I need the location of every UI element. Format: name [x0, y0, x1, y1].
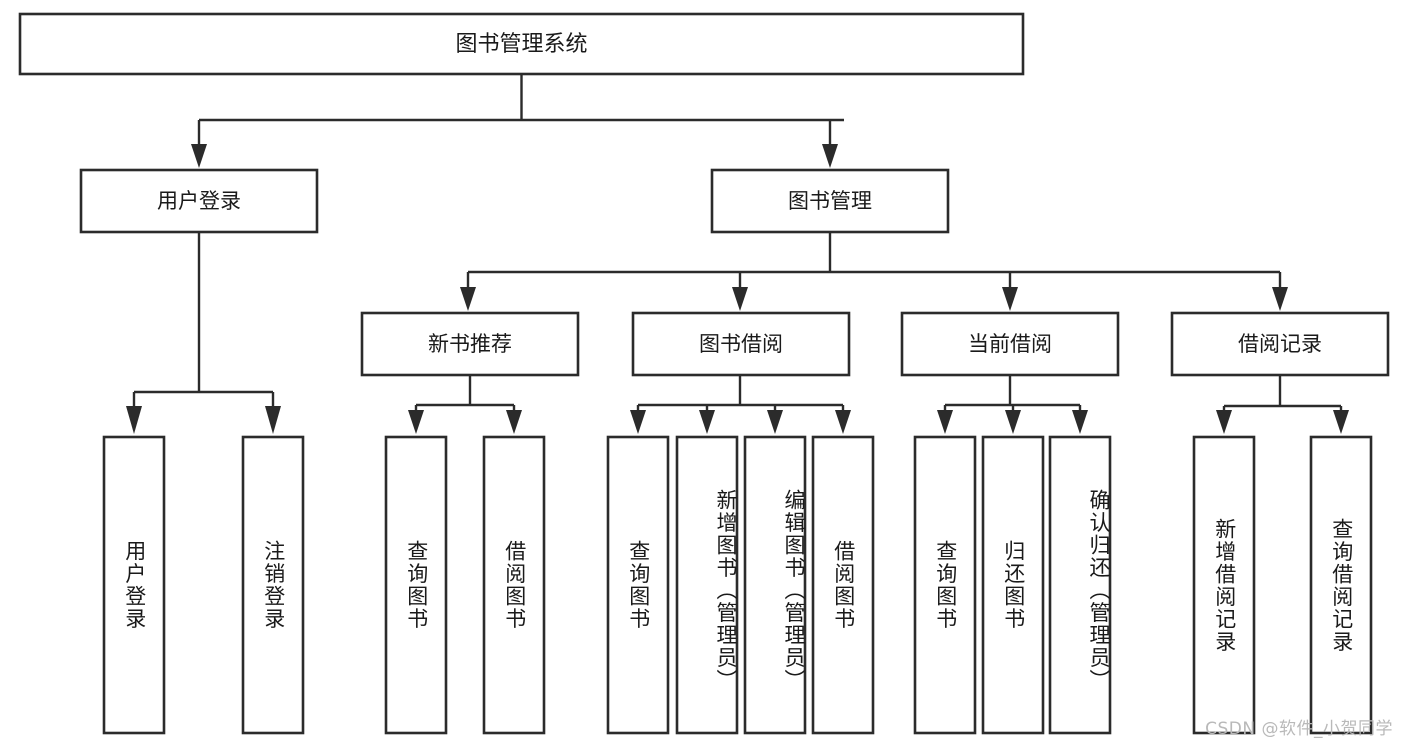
arrow-to-leaf-confirm-return: [1072, 410, 1088, 434]
connector-group-borrow-record: [1216, 375, 1349, 434]
arrow-to-leaf-add-record: [1216, 410, 1232, 434]
node-root-label: 图书管理系统: [455, 32, 587, 57]
node-book-manage-label: 图书管理: [788, 189, 872, 213]
node-user-login[interactable]: 用户登录: [79, 168, 319, 234]
arrow-to-leaf-query-record: [1333, 410, 1349, 434]
leaf-box-edit-book[interactable]: [743, 435, 807, 735]
connector-group-new-book-rec: [408, 375, 522, 434]
leaf-box-query-book-rec[interactable]: [384, 435, 448, 735]
arrow-to-book-borrow: [732, 287, 748, 311]
node-root-box[interactable]: [18, 12, 1025, 76]
connector-group-book-manage: [460, 232, 1288, 311]
node-current-borrow[interactable]: 当前借阅: [900, 311, 1120, 377]
arrow-to-leaf-return-book: [1005, 410, 1021, 434]
connector-group-user-login: [126, 232, 281, 434]
leaf-box-add-record[interactable]: [1192, 435, 1256, 735]
node-new-book-rec-label: 新书推荐: [428, 332, 512, 356]
node-book-manage-box[interactable]: [710, 168, 950, 234]
connector-group-book-borrow: [630, 375, 851, 434]
arrow-to-leaf-user-login: [126, 406, 142, 434]
arrow-to-leaf-borrow-book: [835, 410, 851, 434]
node-borrow-record-box[interactable]: [1170, 311, 1390, 377]
leaf-box-query-book-borrow[interactable]: [606, 435, 670, 735]
leaf-box-borrow-book-rec[interactable]: [482, 435, 546, 735]
arrow-to-leaf-query-book-borrow: [630, 410, 646, 434]
connector-group-current-borrow: [937, 375, 1088, 434]
leaf-boxes: [102, 435, 1373, 735]
node-root[interactable]: 图书管理系统: [18, 12, 1025, 76]
connector-group-root: [191, 74, 844, 168]
leaf-box-confirm-return[interactable]: [1048, 435, 1112, 735]
node-user-login-box[interactable]: [79, 168, 319, 234]
leaf-box-user-login[interactable]: [102, 435, 166, 735]
arrow-to-book-manage: [822, 144, 838, 168]
arrow-to-user-login: [191, 144, 207, 168]
leaf-box-query-record[interactable]: [1309, 435, 1373, 735]
node-book-borrow-box[interactable]: [631, 311, 851, 377]
arrow-to-borrow-record: [1272, 287, 1288, 311]
arrow-to-current-borrow: [1002, 287, 1018, 311]
node-new-book-rec-box[interactable]: [360, 311, 580, 377]
leaf-box-return-book[interactable]: [981, 435, 1045, 735]
node-book-borrow[interactable]: 图书借阅: [631, 311, 851, 377]
leaf-box-query-book-current[interactable]: [913, 435, 977, 735]
node-borrow-record-label: 借阅记录: [1238, 332, 1322, 356]
arrow-to-leaf-edit-book: [767, 410, 783, 434]
arrow-to-leaf-user-logout: [265, 406, 281, 434]
node-book-manage[interactable]: 图书管理: [710, 168, 950, 234]
node-book-borrow-label: 图书借阅: [699, 332, 783, 356]
node-user-login-label: 用户登录: [157, 189, 241, 213]
leaf-box-add-book[interactable]: [675, 435, 739, 735]
arrow-to-new-book-rec: [460, 287, 476, 311]
arrow-to-leaf-query-book-current: [937, 410, 953, 434]
node-new-book-rec[interactable]: 新书推荐: [360, 311, 580, 377]
leaf-box-user-logout[interactable]: [241, 435, 305, 735]
csdn-watermark: CSDN @软件_小贺同学: [1205, 719, 1393, 739]
node-current-borrow-label: 当前借阅: [968, 332, 1052, 356]
node-current-borrow-box[interactable]: [900, 311, 1120, 377]
arrow-to-leaf-borrow-book-rec: [506, 410, 522, 434]
arrow-to-leaf-add-book: [699, 410, 715, 434]
node-borrow-record[interactable]: 借阅记录: [1170, 311, 1390, 377]
leaf-box-borrow-book[interactable]: [811, 435, 875, 735]
arrow-to-leaf-query-book-rec: [408, 410, 424, 434]
